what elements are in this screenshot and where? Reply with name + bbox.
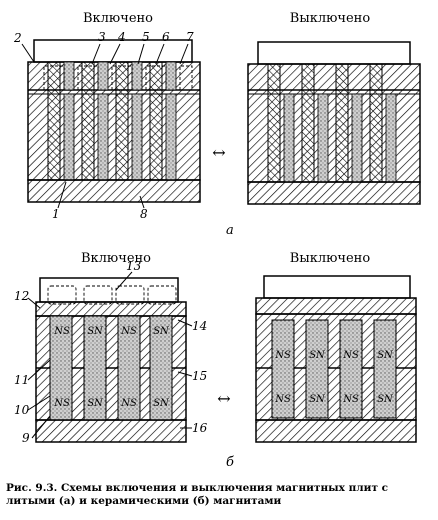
svg-text:NS: NS <box>53 326 70 337</box>
figure-caption: Рис. 9.3. Схемы включения и выключения м… <box>6 482 434 508</box>
panel-b-on-title: Включено <box>81 251 151 266</box>
svg-text:NS: NS <box>53 398 70 409</box>
svg-text:NS: NS <box>342 394 359 405</box>
panel-a-on: Включено <box>27 11 201 203</box>
svg-text:SN: SN <box>153 398 170 409</box>
svg-text:SN: SN <box>153 326 170 337</box>
switch-arrow-a: ↔ <box>212 143 225 162</box>
svg-text:SN: SN <box>87 398 104 409</box>
svg-text:NS: NS <box>342 350 359 361</box>
switch-arrow-b: ↔ <box>217 389 230 408</box>
svg-text:4: 4 <box>117 30 126 44</box>
svg-text:11: 11 <box>14 373 29 387</box>
magnet-columns-a-off <box>267 63 397 183</box>
panel-b-on: Включено NS SN NS SN NS SN NS SN <box>35 251 187 443</box>
svg-text:SN: SN <box>309 394 326 405</box>
ceramic-magnets-b-off <box>271 319 397 419</box>
svg-text:8: 8 <box>140 207 148 221</box>
workpiece-a-off <box>257 41 411 65</box>
svg-text:5: 5 <box>142 30 150 44</box>
svg-text:SN: SN <box>377 394 394 405</box>
svg-text:NS: NS <box>120 398 137 409</box>
svg-text:13: 13 <box>126 259 142 273</box>
svg-text:3: 3 <box>98 30 106 44</box>
base-plate-b-on <box>35 419 187 443</box>
svg-text:16: 16 <box>192 421 208 435</box>
panel-b-off-title: Выключено <box>290 251 371 266</box>
ceramic-magnets-b-on <box>49 315 173 421</box>
svg-text:7: 7 <box>186 30 194 44</box>
caption-line-1: Рис. 9.3. Схемы включения и выключения м… <box>6 482 389 494</box>
flux-loops-b <box>47 285 177 305</box>
svg-text:2: 2 <box>13 31 22 45</box>
base-plate-a-on <box>27 179 201 203</box>
svg-text:NS: NS <box>120 326 137 337</box>
svg-text:12: 12 <box>14 289 29 303</box>
panel-b-letter: б <box>226 455 234 470</box>
svg-text:SN: SN <box>377 350 394 361</box>
svg-text:9: 9 <box>22 431 30 445</box>
svg-text:NS: NS <box>274 350 291 361</box>
flux-lines-a <box>43 65 193 90</box>
panel-a-off: Выключено <box>247 11 421 205</box>
workpiece-b-off <box>263 275 411 299</box>
callouts-a: 2 3 4 5 6 7 1 8 <box>13 30 194 221</box>
svg-text:14: 14 <box>192 319 207 333</box>
workpiece-b-on <box>39 277 179 303</box>
base-plate-b-off <box>255 419 417 443</box>
base-plate-a-off <box>247 181 421 205</box>
panel-a-on-title: Включено <box>83 11 153 26</box>
callouts-b: 13 12 14 11 15 10 9 16 <box>14 259 208 445</box>
svg-text:15: 15 <box>192 369 207 383</box>
magnet-labels-b-off: NS SN NS SN NS SN NS SN <box>274 350 394 405</box>
svg-text:1: 1 <box>52 207 60 221</box>
panel-a-off-title: Выключено <box>290 11 371 26</box>
pole-plate-b-on <box>35 301 187 317</box>
magnet-labels-b-on: NS SN NS SN NS SN NS SN <box>53 326 170 409</box>
panel-a-letter: а <box>226 223 234 238</box>
caption-line-2: литыми (а) и керамическими (б) магнитами <box>6 495 282 507</box>
svg-text:6: 6 <box>162 30 170 44</box>
panel-b-off: Выключено NS SN NS SN NS SN NS SN <box>255 251 417 443</box>
pole-plate-b-off <box>255 297 417 315</box>
svg-text:10: 10 <box>14 403 30 417</box>
svg-text:NS: NS <box>274 394 291 405</box>
svg-text:SN: SN <box>309 350 326 361</box>
svg-text:SN: SN <box>87 326 104 337</box>
